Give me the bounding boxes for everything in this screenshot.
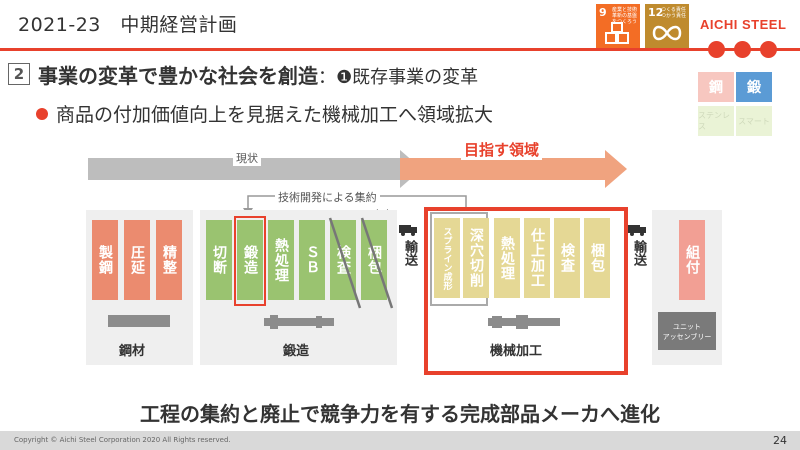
machining-cell: 梱包 xyxy=(584,218,610,298)
forging-cell: 梱包 xyxy=(361,220,387,300)
target-arrow xyxy=(400,158,605,180)
machining-cell: 深穴切削 xyxy=(463,218,489,298)
steel-cell: 精整 xyxy=(156,220,182,300)
bullet-text: 商品の付加価値向上を見据えた機械加工へ領域拡大 xyxy=(56,104,494,126)
sdg-9-icon: 9 産業と技術革新の基盤をつくろう xyxy=(596,4,640,48)
sdg-12-icon: 12 つくる責任つかう責任 xyxy=(645,4,689,48)
machined-part-icon xyxy=(488,315,560,329)
forging-title: 鍛造 xyxy=(283,344,310,359)
machining-title: 機械加工 xyxy=(490,344,543,359)
target-label: 目指す領域 xyxy=(461,139,543,160)
forging-cell: ＳＢ xyxy=(299,220,325,300)
machining-cell: 仕上加工 xyxy=(524,218,550,298)
assembly-title: ユニット アッセンブリー xyxy=(662,323,712,341)
transport-label: 輸送 xyxy=(402,240,417,266)
header-rule xyxy=(0,48,800,51)
assembly-cell: 組付 xyxy=(679,220,705,300)
tile-stainless: ステンレス xyxy=(698,106,734,136)
brand-logo: AICHI STEEL xyxy=(700,17,787,32)
bullet-dot xyxy=(36,108,48,120)
assembly-image xyxy=(658,312,716,350)
rule-dot xyxy=(708,41,725,58)
machining-cell: スプライン成形 xyxy=(434,218,460,298)
forging-cell: 鍛造 xyxy=(237,220,263,300)
truck-icon xyxy=(399,225,417,236)
steel-cell: 圧延 xyxy=(124,220,150,300)
current-label: 現状 xyxy=(233,150,261,166)
page-number: 24 xyxy=(773,434,787,447)
machining-cell: 検査 xyxy=(554,218,580,298)
forging-cell: 熱処理 xyxy=(268,220,294,300)
section-title: 事業の変革で豊かな社会を創造：❶既存事業の変革 xyxy=(38,60,478,89)
rule-dot xyxy=(734,41,751,58)
footer-bar xyxy=(0,431,800,450)
section-number: 2 xyxy=(8,63,30,85)
page-title: 2021-23 中期経営計画 xyxy=(18,14,238,36)
steel-cell: 製鋼 xyxy=(92,220,118,300)
truck-icon xyxy=(628,225,646,236)
copyright: Copyright © Aichi Steel Corporation 2020… xyxy=(14,436,231,444)
section-title-main: 事業の変革で豊かな社会を創造 xyxy=(38,64,318,88)
tile-kou: 鋼 xyxy=(698,72,734,102)
forged-shaft-icon xyxy=(264,315,334,329)
tile-smart: スマート xyxy=(736,106,772,136)
steel-bar-icon xyxy=(108,315,170,327)
abolished-strikes xyxy=(328,217,394,309)
rule-dot xyxy=(760,41,777,58)
section-subtitle: ：❶既存事業の変革 xyxy=(318,67,479,88)
transport-label: 輸送 xyxy=(631,240,646,266)
forging-highlight-frame xyxy=(234,216,266,306)
conclusion-text: 工程の集約と廃止で競争力を有する完成部品メーカへ進化 xyxy=(140,402,660,426)
current-arrow xyxy=(88,158,400,180)
machining-cell: 熱処理 xyxy=(494,218,520,298)
consolidation-label: 技術開発による集約 xyxy=(275,189,380,205)
tile-tan: 鍛 xyxy=(736,72,772,102)
target-arrow-head xyxy=(605,150,627,188)
forging-cell: 切断 xyxy=(206,220,232,300)
steel-title: 鋼材 xyxy=(119,344,146,359)
